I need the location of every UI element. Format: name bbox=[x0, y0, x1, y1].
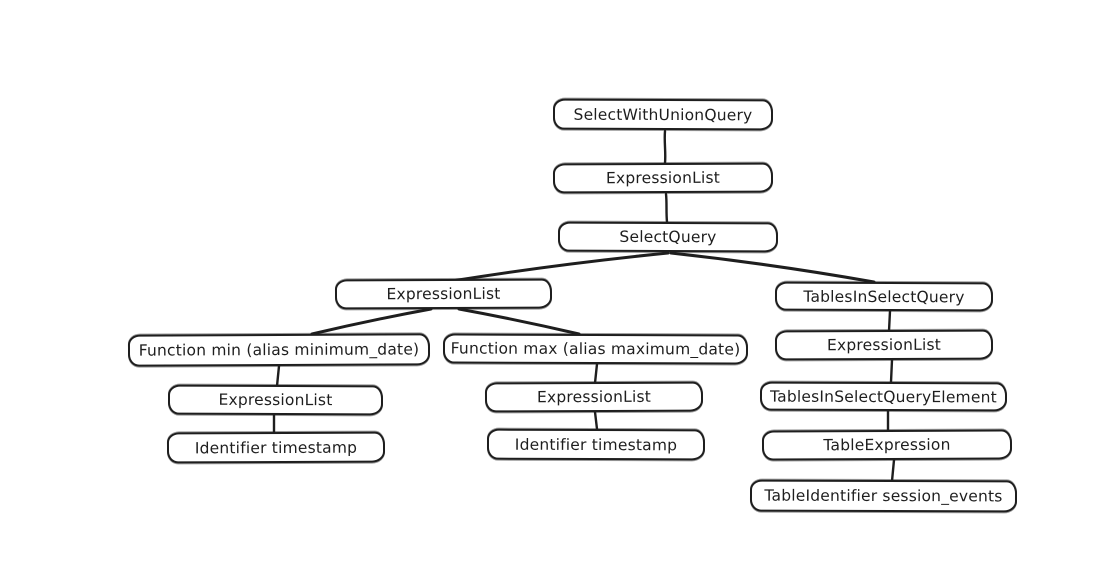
node-expression-list-top[interactable]: ExpressionList bbox=[552, 162, 774, 194]
edge-tableexpression-to-tableidentifier bbox=[890, 458, 896, 483]
node-identifier-timestamp-min[interactable]: Identifier timestamp bbox=[166, 431, 386, 464]
node-label: ExpressionList bbox=[826, 335, 942, 355]
node-label: SelectQuery bbox=[619, 227, 717, 247]
node-label: Identifier timestamp bbox=[514, 435, 678, 454]
node-select-with-union-query[interactable]: SelectWithUnionQuery bbox=[552, 98, 774, 131]
edge-root-to-expressionlist bbox=[663, 129, 667, 165]
node-expression-list-min[interactable]: ExpressionList bbox=[167, 384, 384, 416]
node-identifier-timestamp-max[interactable]: Identifier timestamp bbox=[486, 428, 706, 461]
node-expression-list-max[interactable]: ExpressionList bbox=[484, 381, 704, 413]
node-select-query[interactable]: SelectQuery bbox=[557, 221, 779, 253]
edge-selectquery-to-expressionlist-left bbox=[450, 251, 670, 283]
node-label: Function max (alias maximum_date) bbox=[450, 339, 741, 359]
edge-expressionlist-to-function-min bbox=[310, 307, 433, 336]
node-label: TablesInSelectQuery bbox=[803, 287, 965, 306]
node-label: ExpressionList bbox=[218, 390, 333, 410]
edge-expressionlist-to-selectquery bbox=[664, 192, 669, 224]
node-function-max[interactable]: Function max (alias maximum_date) bbox=[442, 333, 749, 365]
node-tables-in-select-query[interactable]: TablesInSelectQuery bbox=[774, 281, 994, 312]
node-table-expression[interactable]: TableExpression bbox=[761, 429, 1013, 461]
node-label: Function min (alias minimum_date) bbox=[138, 340, 420, 360]
node-label: TablesInSelectQueryElement bbox=[770, 387, 997, 406]
node-label: TableExpression bbox=[823, 435, 951, 455]
node-label: ExpressionList bbox=[605, 168, 721, 188]
edge-expressionlist-to-function-max bbox=[457, 307, 581, 336]
edge-function-min-to-expressionlist bbox=[275, 364, 281, 388]
edge-selectquery-to-tablesinselectquery bbox=[669, 251, 876, 284]
node-label: Identifier timestamp bbox=[194, 438, 358, 457]
node-expression-list-tables[interactable]: ExpressionList bbox=[774, 329, 994, 361]
node-label: TableIdentifier session_events bbox=[764, 486, 1003, 506]
node-expression-list-select[interactable]: ExpressionList bbox=[334, 278, 553, 310]
edge-expressionlist-to-identifier-max bbox=[593, 410, 599, 431]
node-tables-in-select-query-element[interactable]: TablesInSelectQueryElement bbox=[759, 381, 1008, 412]
edge-tablesinselectquery-to-expressionlist bbox=[887, 309, 892, 333]
edge-expressionlist-to-tablesinselectqueryelement bbox=[889, 358, 894, 384]
node-table-identifier[interactable]: TableIdentifier session_events bbox=[749, 479, 1018, 513]
node-function-min[interactable]: Function min (alias minimum_date) bbox=[127, 333, 431, 367]
node-label: SelectWithUnionQuery bbox=[573, 105, 753, 124]
edge-function-max-to-expressionlist bbox=[593, 362, 599, 385]
node-label: ExpressionList bbox=[536, 387, 652, 407]
node-label: ExpressionList bbox=[386, 284, 501, 304]
